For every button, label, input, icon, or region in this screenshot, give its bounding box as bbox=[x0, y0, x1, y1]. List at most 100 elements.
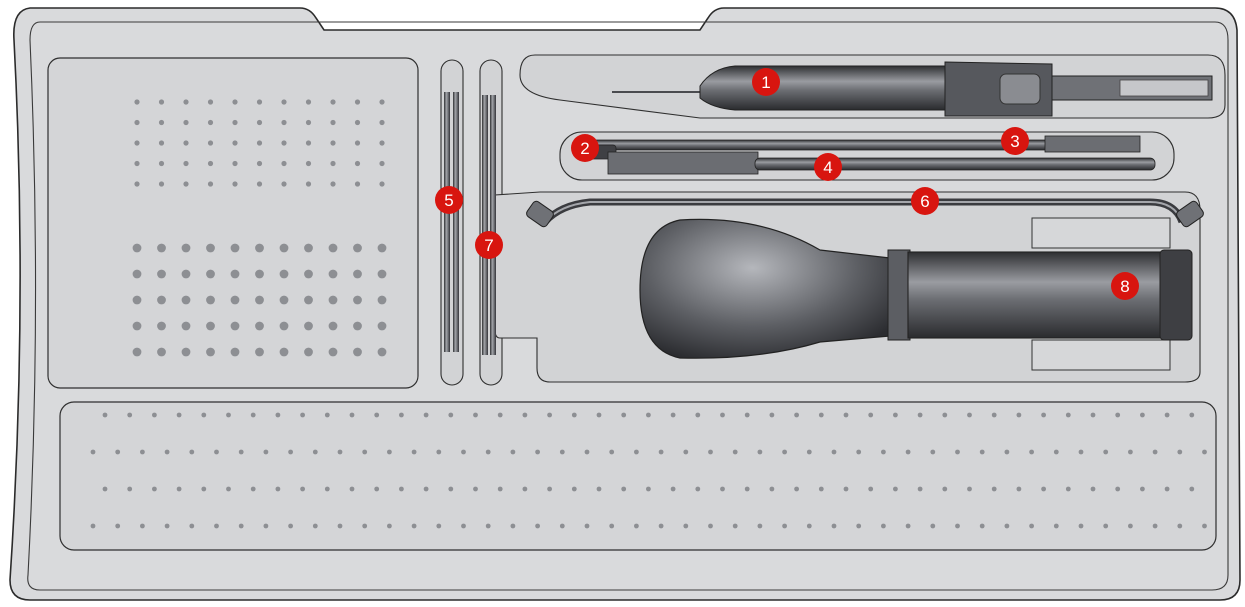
bottom-hole bbox=[1029, 449, 1034, 455]
bottom-hole bbox=[609, 523, 615, 529]
bottom-hole bbox=[250, 412, 256, 418]
bottom-hole bbox=[1128, 449, 1133, 455]
bottom-hole bbox=[362, 449, 368, 455]
bottom-hole bbox=[127, 412, 133, 418]
large-hole bbox=[181, 243, 191, 253]
marker-label: 3 bbox=[1010, 132, 1019, 151]
bottom-hole bbox=[917, 486, 923, 492]
large-hole bbox=[304, 269, 313, 279]
bottom-hole bbox=[720, 412, 725, 418]
instrument-4-rod bbox=[607, 151, 1156, 175]
bottom-hole bbox=[436, 523, 442, 529]
bottom-hole bbox=[1090, 412, 1096, 418]
large-hole bbox=[279, 347, 289, 357]
bottom-hole bbox=[1078, 523, 1084, 529]
marker-circle bbox=[814, 153, 842, 181]
bottom-hole bbox=[1016, 486, 1022, 492]
bottom-hole bbox=[288, 523, 293, 529]
bottom-hole bbox=[411, 449, 417, 455]
bottom-hole bbox=[1053, 449, 1059, 455]
marker-label: 2 bbox=[580, 139, 589, 158]
bottom-hole bbox=[1115, 486, 1121, 492]
bottom-hole bbox=[782, 449, 787, 455]
marker-3: 3 bbox=[1001, 127, 1029, 155]
bottom-hole bbox=[708, 449, 713, 455]
bottom-hole bbox=[1115, 412, 1121, 418]
bottom-hole bbox=[1004, 449, 1010, 455]
bottom-hole bbox=[263, 523, 269, 529]
bottom-hole bbox=[226, 412, 231, 418]
bottom-hole bbox=[1164, 486, 1170, 492]
bottom-hole bbox=[436, 449, 442, 455]
left-perforated-panel bbox=[47, 57, 419, 389]
large-hole bbox=[132, 321, 142, 331]
bottom-hole bbox=[584, 449, 590, 455]
bottom-hole bbox=[955, 449, 960, 455]
small-hole bbox=[232, 181, 238, 187]
bottom-hole bbox=[856, 449, 862, 455]
bottom-hole bbox=[140, 449, 145, 455]
bottom-hole bbox=[1177, 523, 1183, 529]
large-hole bbox=[255, 269, 264, 279]
bottom-hole bbox=[818, 412, 824, 418]
large-hole bbox=[377, 321, 387, 331]
large-hole bbox=[353, 347, 362, 357]
bottom-hole bbox=[337, 449, 343, 455]
marker-circle bbox=[571, 134, 599, 162]
bottom-hole bbox=[152, 486, 157, 492]
bottom-hole bbox=[831, 523, 837, 529]
bottom-hole bbox=[646, 412, 651, 418]
small-hole bbox=[158, 99, 165, 105]
bottom-hole bbox=[461, 523, 466, 529]
bottom-hole bbox=[930, 449, 936, 455]
bottom-hole bbox=[1189, 412, 1195, 418]
small-hole bbox=[207, 140, 214, 146]
large-hole bbox=[353, 295, 362, 305]
bottom-hole bbox=[522, 486, 528, 492]
bottom-hole bbox=[621, 412, 627, 418]
instrument-7-pins bbox=[482, 95, 496, 355]
instrument-8-large-handle bbox=[639, 218, 1193, 359]
small-hole bbox=[354, 160, 361, 167]
small-hole bbox=[183, 99, 189, 105]
bottom-hole bbox=[744, 486, 750, 492]
large-hole bbox=[279, 243, 289, 253]
small-hole bbox=[158, 160, 165, 167]
bottom-hole bbox=[695, 486, 701, 492]
bottom-hole bbox=[387, 523, 392, 529]
bottom-hole bbox=[757, 449, 763, 455]
marker-label: 6 bbox=[920, 192, 929, 211]
bottom-hole bbox=[275, 412, 281, 418]
bottom-hole bbox=[189, 523, 195, 529]
bottom-hole bbox=[1128, 523, 1133, 529]
marker-circle bbox=[435, 186, 463, 214]
large-hole bbox=[230, 347, 240, 357]
bottom-hole bbox=[658, 449, 664, 455]
large-hole bbox=[328, 295, 338, 305]
bottom-hole bbox=[164, 523, 170, 529]
small-hole bbox=[379, 99, 385, 105]
large-hole bbox=[157, 347, 166, 357]
bottom-hole bbox=[547, 412, 552, 418]
large-hole bbox=[255, 295, 264, 305]
bottom-hole bbox=[942, 412, 948, 418]
large-hole bbox=[328, 243, 338, 253]
bottom-hole bbox=[1152, 523, 1158, 529]
small-hole bbox=[281, 181, 287, 187]
large-hole bbox=[353, 269, 362, 279]
bottom-hole bbox=[559, 449, 565, 455]
bottom-hole bbox=[868, 486, 874, 492]
bottom-hole bbox=[794, 486, 799, 492]
large-hole bbox=[181, 295, 191, 305]
small-hole bbox=[281, 119, 287, 126]
small-hole bbox=[305, 181, 312, 187]
bottom-hole bbox=[683, 449, 689, 455]
large-hole bbox=[304, 321, 313, 331]
small-hole bbox=[354, 140, 361, 146]
bottom-hole bbox=[646, 486, 651, 492]
bottom-hole bbox=[683, 523, 689, 529]
bottom-hole bbox=[831, 449, 837, 455]
bottom-hole bbox=[769, 486, 775, 492]
